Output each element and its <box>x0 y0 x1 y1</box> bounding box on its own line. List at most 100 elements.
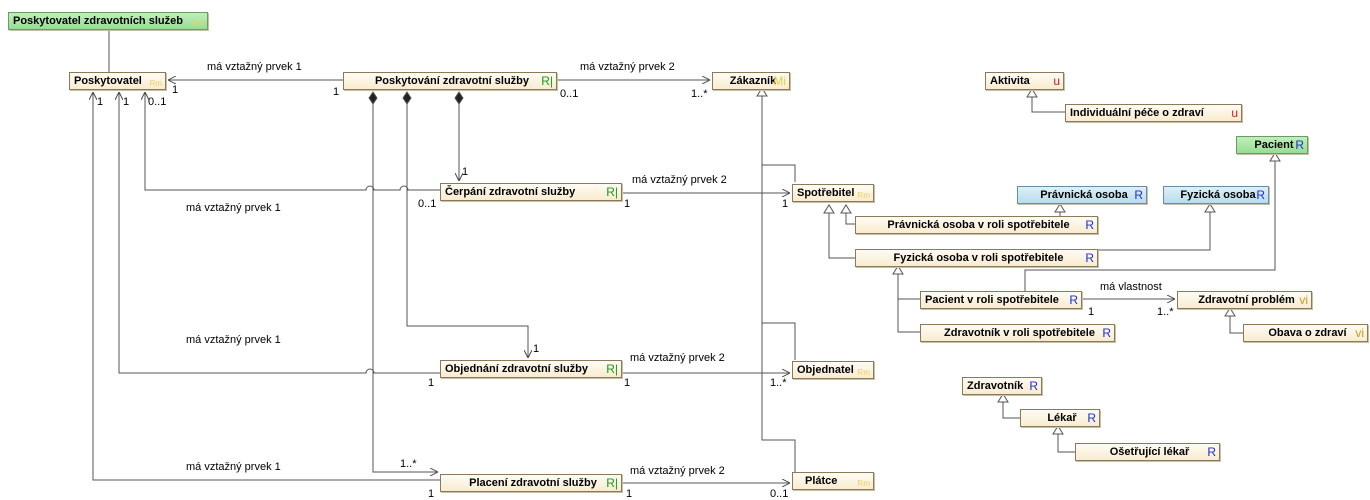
assoc-label: má vztažný prvek 1 <box>186 334 281 346</box>
stereotype-relator-icon: R| <box>606 476 618 490</box>
assoc-label: má vztažný prvek 2 <box>630 352 725 364</box>
stereotype-role-icon: R <box>1134 188 1143 202</box>
stereotype-rm-icon: Rm <box>857 191 870 200</box>
class-individualni-pece[interactable]: Individuální péče o zdraví u <box>1065 104 1242 122</box>
comp-placeni <box>372 104 438 472</box>
assoc-label: má vlastnost <box>1100 281 1162 293</box>
class-zdravotnik-role[interactable]: Zdravotník v roli spotřebitele R <box>920 324 1115 342</box>
class-cerpani-zdravotni-sluzby[interactable]: Čerpání zdravotní služby R| <box>440 183 622 201</box>
stereotype-role-icon: R <box>1102 326 1111 340</box>
class-spotrebitel[interactable]: Spotřebitel Rm <box>792 184 874 202</box>
multiplicity: 1 <box>782 198 789 210</box>
multiplicity: 1 <box>533 343 540 355</box>
stereotype-role-icon: R <box>1087 411 1096 425</box>
class-aktivita[interactable]: Aktivita u <box>985 72 1064 90</box>
stereotype-rm-icon: Rm <box>149 79 162 88</box>
link-poskytovatel-objednani <box>119 92 440 374</box>
class-pravnicka-osoba[interactable]: Právnická osoba R <box>1017 186 1147 204</box>
stereotype-role-icon: R <box>1256 188 1265 202</box>
multiplicity: 0..1 <box>418 198 437 210</box>
multiplicity: 1..* <box>1157 306 1174 318</box>
class-name: Objednatel <box>797 364 854 376</box>
class-zdravotnik[interactable]: Zdravotník R <box>962 377 1042 395</box>
class-lekar[interactable]: Lékař R <box>1020 409 1100 427</box>
class-name: Poskytovatel zdravotních služeb <box>13 15 183 27</box>
gen-zakaznik-trunk <box>761 88 796 473</box>
assoc-label: má vztažný prvek 2 <box>630 465 725 477</box>
multiplicity: 1 <box>462 166 469 178</box>
class-name: Poskytování zdravotní služby <box>374 75 530 87</box>
class-placeni-zdravotni-sluzby[interactable]: Placení zdravotní služby R| <box>440 474 622 492</box>
stereotype-rm-icon: Rm <box>857 368 870 377</box>
gen-triangle-zakaznik <box>756 87 768 97</box>
multiplicity: 1..* <box>770 377 787 389</box>
class-pacient[interactable]: Pacient R <box>1236 136 1308 154</box>
class-pravnicka-osoba-role[interactable]: Právnická osoba v roli spotřebitele R <box>855 216 1098 234</box>
class-name: Čerpání zdravotní služby <box>445 186 576 198</box>
link-poskytovatel-placeni <box>93 92 440 481</box>
multiplicity: 1 <box>624 198 631 210</box>
multiplicity: 0..1 <box>148 96 167 108</box>
class-obava-o-zdravi[interactable]: Obava o zdraví vi <box>1243 324 1368 342</box>
assoc-label: má vztažný prvek 2 <box>632 174 727 186</box>
class-name: Zákazník <box>729 75 777 87</box>
stereotype-u-icon: u <box>1053 74 1060 88</box>
class-fyzicka-osoba-role[interactable]: Fyzická osoba v roli spotřebitele R <box>855 249 1098 267</box>
class-name: Pacient <box>1254 139 1294 151</box>
class-name: Zdravotník <box>967 380 1024 392</box>
class-name: Fyzická osoba <box>1180 189 1256 201</box>
class-name: Právnická osoba v roli spotřebitele <box>887 219 1070 231</box>
class-poskytovatel[interactable]: Poskytovatel Rm <box>69 72 166 90</box>
diamond-1 <box>368 91 378 105</box>
class-zakaznik[interactable]: Zákazník Mi <box>712 72 790 90</box>
class-platce[interactable]: Plátce Rm <box>792 472 874 490</box>
class-name: Plátce <box>805 475 838 487</box>
class-fyzicka-osoba[interactable]: Fyzická osoba R <box>1163 186 1269 204</box>
class-name: Poskytovatel <box>74 75 142 87</box>
class-name: Lékař <box>1047 412 1077 424</box>
link-poskytovatel-cerpani <box>145 92 440 191</box>
stereotype-rm-icon: Rm <box>857 479 870 488</box>
class-pacient-role[interactable]: Pacient v roli spotřebitele R <box>920 291 1082 309</box>
comp-objednani <box>406 104 528 358</box>
class-name: Fyzická osoba v roli spotřebitele <box>893 252 1064 264</box>
stereotype-role-icon: R <box>1295 138 1304 152</box>
diamond-3 <box>454 91 464 105</box>
class-objednatel[interactable]: Objednatel Rm <box>792 361 874 379</box>
stereotype-u-icon: u <box>1231 106 1238 120</box>
multiplicity: 1 <box>428 488 435 500</box>
class-name: Individuální péče o zdraví <box>1070 107 1204 119</box>
class-poskytovatel-zdravotnich-sluzeb[interactable]: Poskytovatel zdravotních služeb Rm <box>8 12 208 30</box>
multiplicity: 1 <box>1088 306 1095 318</box>
multiplicity: 1 <box>626 488 633 500</box>
stereotype-role-icon: R <box>1029 379 1038 393</box>
class-poskytovani-zdravotni-sluzby[interactable]: Poskytování zdravotní služby R| <box>343 72 557 90</box>
multiplicity: 1 <box>333 86 340 98</box>
class-name: Aktivita <box>990 75 1030 87</box>
stereotype-vi-icon: vi <box>1299 293 1308 307</box>
stereotype-mixin-icon: Mi <box>773 74 786 88</box>
class-osetrujici-lekar[interactable]: Ošetřující lékař R <box>1075 443 1220 461</box>
class-name: Ošetřující lékař <box>1109 446 1190 458</box>
multiplicity: 1..* <box>691 88 708 100</box>
stereotype-vi-icon: vi <box>1355 326 1364 340</box>
multiplicity: 1 <box>624 377 631 389</box>
multiplicity: 0..1 <box>770 488 789 500</box>
class-name: Zdravotník v roli spotřebitele <box>944 327 1095 339</box>
class-name: Spotřebitel <box>797 187 855 199</box>
assoc-label: má vztažný prvek 1 <box>186 461 281 473</box>
assoc-label: má vztažný prvek 1 <box>186 202 281 214</box>
multiplicity: 1 <box>123 96 130 108</box>
multiplicity: 1..* <box>400 458 417 470</box>
stereotype-relator-icon: R| <box>541 74 553 88</box>
class-name: Placení zdravotní služby <box>469 477 597 489</box>
multiplicity: 1 <box>97 96 104 108</box>
multiplicity: 1 <box>428 377 435 389</box>
class-zdravotni-problem[interactable]: Zdravotní problém vi <box>1177 291 1312 309</box>
stereotype-role-icon: R <box>1207 445 1216 459</box>
class-name: Právnická osoba <box>1040 189 1128 201</box>
class-objednani-zdravotni-sluzby[interactable]: Objednání zdravotní služby R| <box>440 360 622 378</box>
stereotype-relator-icon: R| <box>606 362 618 376</box>
stereotype-role-icon: R <box>1085 251 1094 265</box>
